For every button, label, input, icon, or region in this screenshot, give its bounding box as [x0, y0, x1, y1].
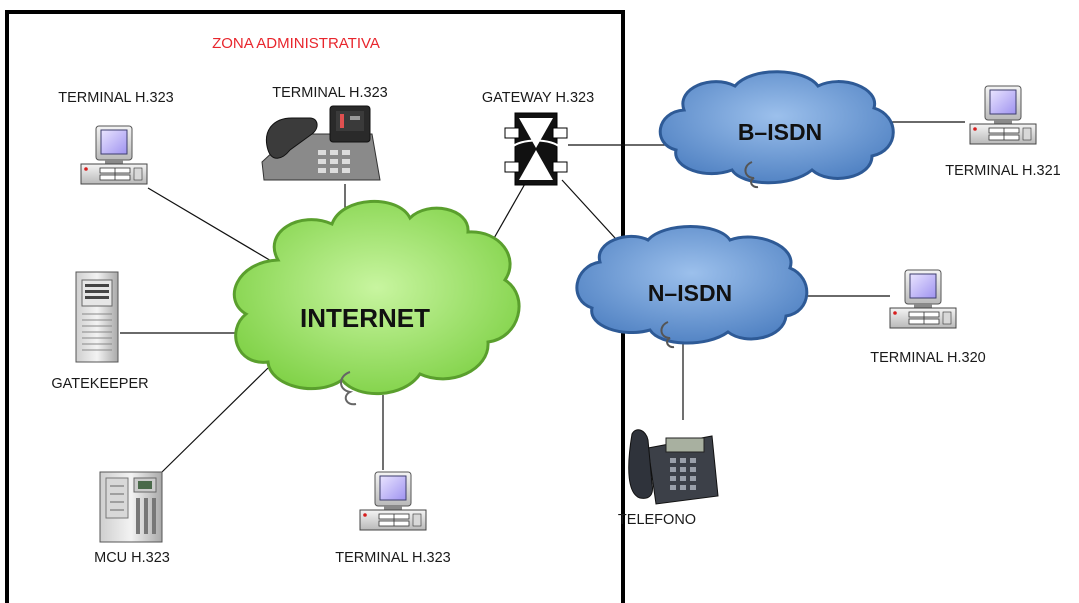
desktop-computer-icon: [889, 269, 957, 329]
mcu-label: MCU H.323: [94, 550, 170, 566]
desktop-computer-icon: [969, 85, 1037, 145]
gatekeeper-label: GATEKEEPER: [51, 376, 148, 392]
gatekeeper-server-icon: [75, 271, 119, 363]
gateway-icon: [504, 112, 568, 186]
terminal-h320-computer: [889, 269, 957, 329]
telefono-label: TELEFONO: [618, 512, 696, 528]
terminal-h323-bottom-computer: [359, 471, 427, 531]
nisdn-label: N–ISDN: [648, 280, 732, 306]
link-terminal-internet: [147, 187, 279, 266]
link-mcu-internet: [161, 367, 269, 473]
mcu-icon: [99, 471, 163, 543]
terminal-h321-label: TERMINAL H.321: [945, 163, 1061, 179]
bisdn-label: B–ISDN: [738, 119, 822, 145]
gateway-label: GATEWAY H.323: [482, 90, 594, 106]
desktop-computer-icon: [80, 125, 148, 185]
bisdn-cloud: B–ISDN: [658, 70, 895, 189]
terminal-h320-label: TERMINAL H.320: [870, 350, 986, 366]
terminal-h323-computer: [80, 125, 148, 185]
terminal-h321-computer: [969, 85, 1037, 145]
desktop-computer-icon: [359, 471, 427, 531]
internet-cloud: INTERNET: [232, 199, 521, 406]
terminal-h323-bottom-label: TERMINAL H.323: [335, 550, 451, 566]
zone-title: ZONA ADMINISTRATIVA: [212, 35, 380, 52]
nisdn-cloud: N–ISDN: [575, 225, 809, 349]
internet-label: INTERNET: [300, 303, 430, 333]
terminal-h323-label: TERMINAL H.323: [58, 90, 174, 106]
telephone-icon: [628, 429, 719, 505]
ip-phone-icon: [261, 105, 381, 181]
terminal-h323-phone-label: TERMINAL H.323: [272, 85, 388, 101]
